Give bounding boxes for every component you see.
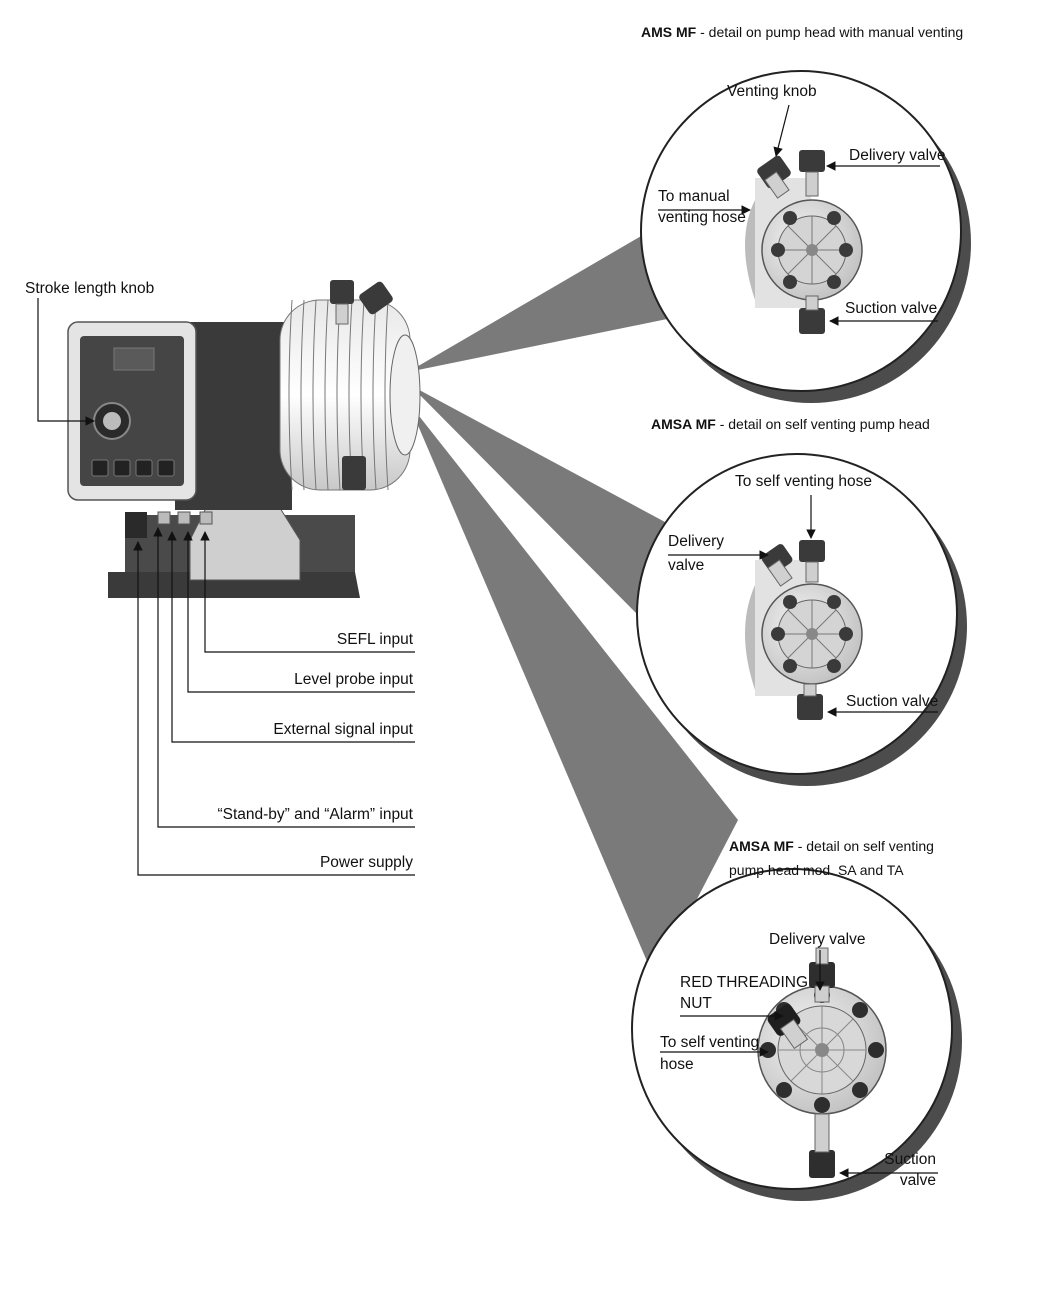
detail-1-leaders: [658, 104, 940, 326]
manual-hose-label-line2: venting hose: [658, 209, 746, 226]
self-venting-hose-label-3-line1: To self venting: [660, 1034, 760, 1051]
detail-1-title-bold: AMS MF: [641, 24, 697, 40]
main-pump-leaders: [37, 298, 415, 876]
level-probe-input-label: Level probe input: [294, 671, 413, 688]
detail-2-title-rest: - detail on self venting pump head: [715, 416, 930, 432]
detail-3-title-line2: pump head mod. SA and TA: [729, 862, 904, 878]
red-threading-nut-label-line2: NUT: [680, 995, 712, 1012]
pump-head-2: [745, 540, 863, 720]
main-pump: [67, 280, 421, 598]
delivery-valve-label-3: Delivery valve: [769, 931, 866, 948]
suction-valve-label-3-line2: valve: [899, 1172, 936, 1189]
self-venting-hose-label-3-line2: hose: [660, 1056, 694, 1073]
sefl-input-label: SEFL input: [336, 631, 413, 648]
standby-alarm-leader: [153, 527, 415, 828]
detail-2-title-bold: AMSA MF: [651, 416, 716, 432]
external-signal-input-label: External signal input: [273, 721, 413, 738]
beam-bottom: [408, 402, 738, 980]
manual-hose-label-line1: To manual: [658, 188, 730, 205]
sefl-leader: [200, 531, 415, 653]
suction-valve-label-3-line1: Suction: [884, 1151, 936, 1168]
delivery-valve-label-2-line1: Delivery: [668, 533, 724, 550]
red-threading-nut-label-line1: RED THREADING: [680, 974, 809, 991]
beam-top: [408, 232, 672, 372]
pump-head-1: [745, 150, 863, 334]
external-signal-leader: [167, 531, 415, 743]
level-probe-leader: [183, 531, 415, 693]
standby-alarm-input-label: “Stand-by” and “Alarm” input: [217, 806, 413, 823]
suction-valve-label-2: Suction valve: [846, 693, 939, 710]
detail-1-title-rest: - detail on pump head with manual ventin…: [696, 24, 964, 40]
detail-3-title-bold: AMSA MF: [729, 838, 794, 854]
stroke-knob-leader: [37, 298, 95, 426]
projection-beams: [408, 232, 738, 980]
detail-3-title-line1: AMSA MF - detail on self venting: [729, 837, 934, 856]
delivery-valve-label-2-line2: valve: [668, 557, 705, 574]
power-supply-leader: [133, 541, 415, 876]
stroke-length-knob-label: Stroke length knob: [25, 280, 155, 297]
self-venting-hose-label: To self venting hose: [735, 473, 873, 490]
beam-middle: [410, 385, 665, 617]
detail-2-leaders: [668, 495, 938, 717]
venting-knob-label: Venting knob: [727, 83, 817, 100]
suction-valve-label-1: Suction valve: [845, 300, 938, 317]
detail-3-title-rest: - detail on self venting: [793, 838, 934, 854]
power-supply-label: Power supply: [319, 854, 413, 871]
detail-1-title: AMS MF - detail on pump head with manual…: [641, 23, 963, 42]
detail-2-title: AMSA MF - detail on self venting pump he…: [651, 415, 930, 434]
detail-3-leaders: [660, 950, 938, 1178]
delivery-valve-label-1: Delivery valve: [849, 147, 946, 164]
